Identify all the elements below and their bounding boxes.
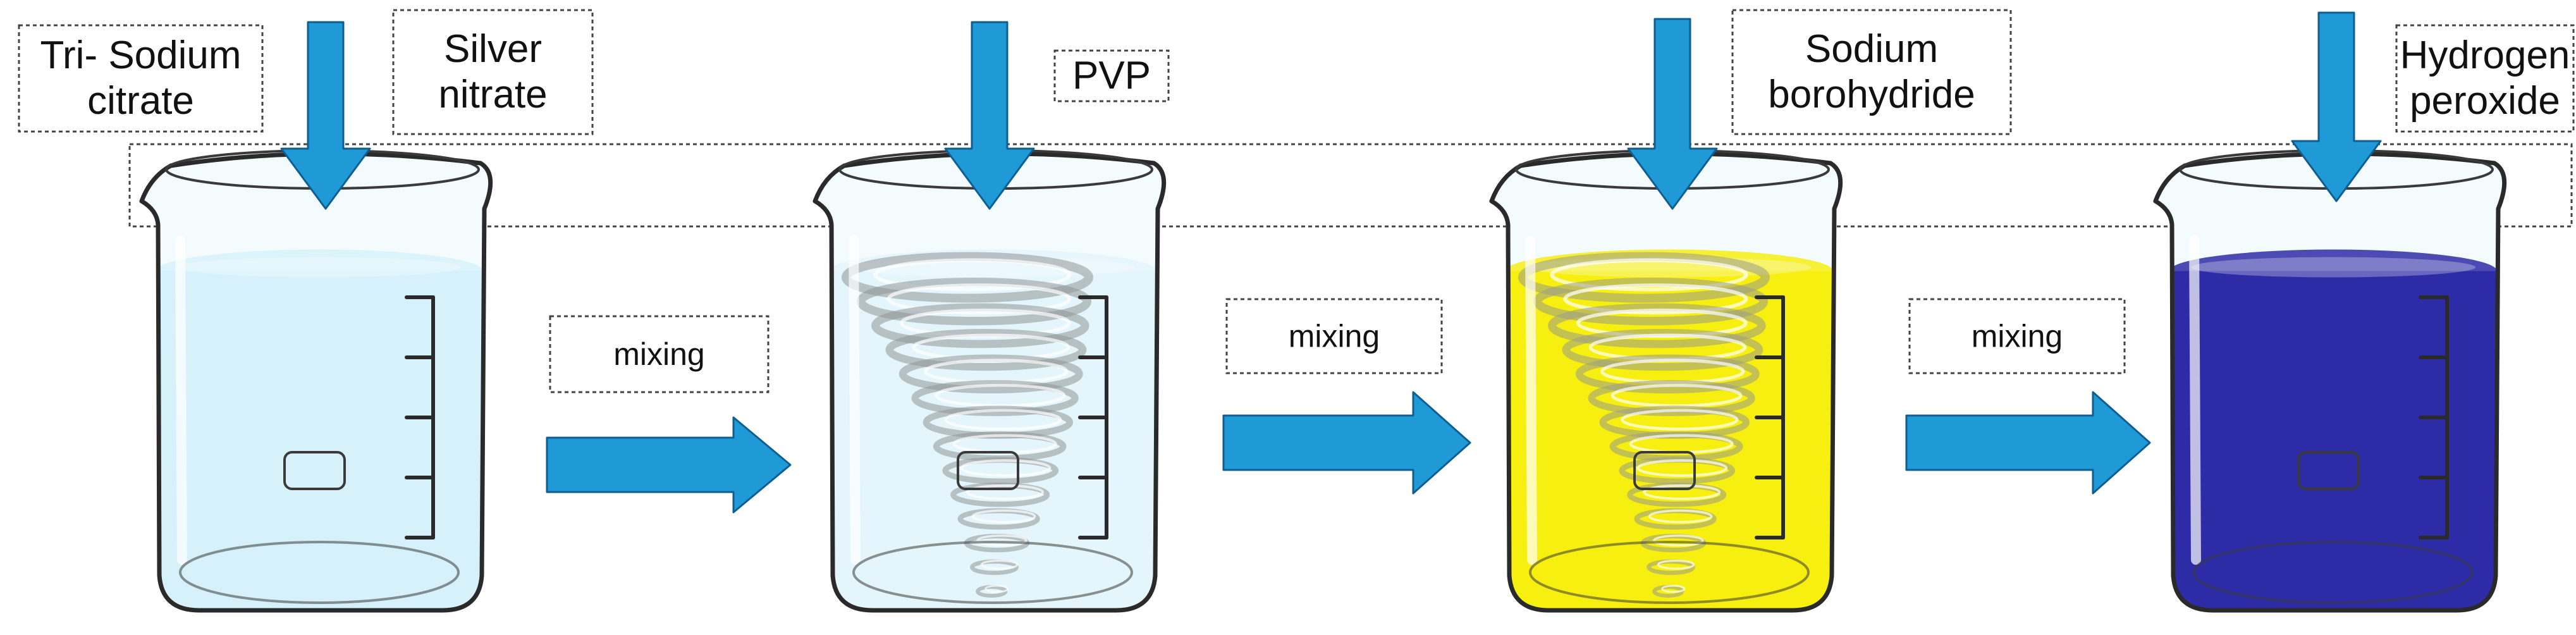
- right-arrow-icon: [546, 416, 792, 514]
- mixing-label: mixing: [1972, 319, 2063, 354]
- ingredient-label-line: peroxide: [2410, 79, 2560, 123]
- ingredient-label-line: nitrate: [438, 73, 547, 116]
- beaker-rim-dashed-frame: [128, 143, 2573, 228]
- beaker-1: [139, 149, 493, 613]
- ingredient-label-line: Silver: [444, 27, 542, 71]
- beaker-vortex: [1518, 252, 1770, 598]
- mixing-label: mixing: [613, 336, 704, 372]
- beaker-label-plate: [283, 451, 346, 490]
- beakers-layer: [139, 149, 2507, 613]
- mixing-2: mixing: [1222, 298, 1471, 495]
- beaker-liquid: [2156, 249, 2505, 611]
- ingredient-label-line: Sodium: [1805, 27, 1938, 71]
- beaker-outline: [1489, 151, 1843, 613]
- right-arrow-icon: [1222, 391, 1471, 495]
- beaker-outline: [813, 151, 1167, 613]
- down-arrow-icon: [944, 21, 1035, 210]
- beaker-3: [1489, 149, 1843, 613]
- beaker-liquid: [142, 249, 491, 611]
- mixing-3: mixing: [1905, 298, 2151, 495]
- beaker-outline: [2153, 151, 2507, 613]
- mixing-label: mixing: [1289, 319, 1380, 354]
- arrows-layer: [280, 11, 2382, 210]
- down-arrow-icon: [1627, 18, 1718, 210]
- beaker-scale-marks: [1755, 295, 1785, 539]
- ingredient-label-line: Hydrogen: [2400, 34, 2570, 77]
- beaker-2: [813, 149, 1167, 613]
- down-arrow-icon: [2291, 11, 2382, 202]
- ingredient-label-line: citrate: [87, 79, 194, 123]
- beaker-vortex: [842, 252, 1093, 598]
- beaker-label-plate: [1633, 451, 1696, 490]
- ingredient-label-line: Tri- Sodium: [40, 34, 241, 77]
- beaker-label-plate: [2297, 451, 2360, 490]
- beaker-liquid: [1492, 249, 1841, 611]
- beaker-liquid: [815, 249, 1164, 611]
- ingredient-label-line: PVP: [1072, 54, 1151, 97]
- beaker-scale-marks: [2419, 295, 2449, 539]
- beaker-outline: [139, 151, 493, 613]
- down-arrow-icon: [280, 21, 371, 210]
- ingredient-label-pvp: PVP: [1053, 49, 1170, 102]
- beaker-scale-marks: [1078, 295, 1108, 539]
- beaker-4: [2153, 149, 2507, 613]
- beaker-scale-marks: [405, 295, 435, 539]
- right-arrow-icon: [1905, 391, 2151, 495]
- beaker-label-plate: [957, 451, 1019, 490]
- mixing-1: mixing: [546, 315, 792, 514]
- ingredient-label-line: borohydride: [1768, 73, 1975, 116]
